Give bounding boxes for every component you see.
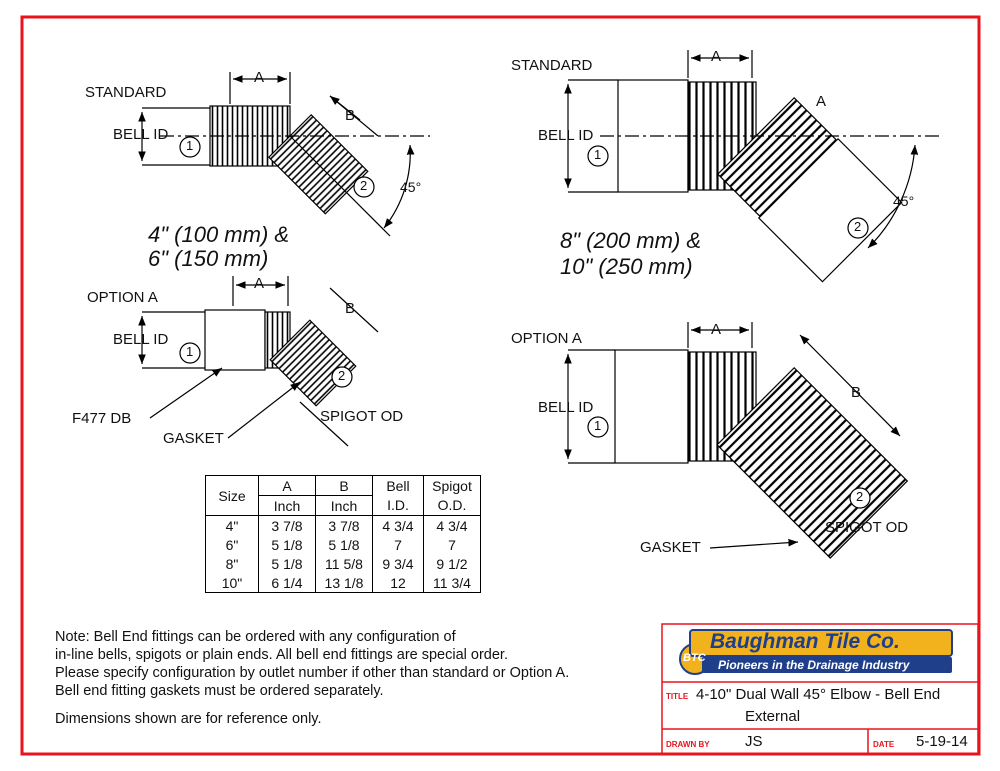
table-row: 4" 3 7/8 3 7/8 4 3/4 4 3/4 xyxy=(205,515,481,535)
cell-spigot: 7 xyxy=(423,535,481,554)
dim-a-opt-small: A xyxy=(254,275,265,292)
drawing-title-line1: 4-10" Dual Wall 45° Elbow - Bell End xyxy=(696,686,941,703)
th-a: A xyxy=(258,475,316,496)
dim-b-small: B xyxy=(345,107,356,124)
cell-b: 13 1/8 xyxy=(315,573,373,593)
label-spigot-large: SPIGOT OD xyxy=(825,519,909,536)
label-bell-id-small: BELL ID xyxy=(113,126,169,143)
cell-size: 6" xyxy=(205,535,259,554)
label-gasket-small: GASKET xyxy=(163,430,224,447)
size-large-line2: 10" (250 mm) xyxy=(560,254,693,279)
dim-b-opt-large: B xyxy=(851,384,862,401)
label-gasket-large: GASKET xyxy=(640,539,701,556)
outlet-1-large: 1 xyxy=(594,147,602,162)
cell-spigot: 4 3/4 xyxy=(423,515,481,535)
note-line5: Dimensions shown are for reference only. xyxy=(55,711,322,727)
outlet-1-opt-large: 1 xyxy=(594,418,602,433)
label-option-a-small: OPTION A xyxy=(87,289,158,306)
drawn-by-tag: DRAWN BY xyxy=(666,740,710,749)
note-line1: Note: Bell End fittings can be ordered w… xyxy=(55,629,456,645)
angle-large: 45° xyxy=(893,193,915,209)
elbow-standard-small xyxy=(138,72,430,237)
dim-a-small: A xyxy=(254,69,265,86)
label-standard-small: STANDARD xyxy=(85,84,167,101)
label-bell-id-opt-large: BELL ID xyxy=(538,399,594,416)
company-name: Baughman Tile Co. xyxy=(710,630,900,653)
date-tag: DATE xyxy=(873,740,895,749)
cell-a: 6 1/4 xyxy=(258,573,316,593)
th-b: B xyxy=(315,475,373,496)
label-spigot-small: SPIGOT OD xyxy=(320,408,404,425)
company-logo xyxy=(679,629,953,675)
elbow-option-a-small xyxy=(138,276,379,447)
company-tagline: Pioneers in the Drainage Industry xyxy=(718,658,910,672)
th-bell-id: I.D. xyxy=(372,495,424,516)
label-option-a-large: OPTION A xyxy=(511,330,582,347)
th-b-unit: Inch xyxy=(315,495,373,516)
table-row: 8" 5 1/8 11 5/8 9 3/4 9 1/2 xyxy=(205,554,481,573)
outlet-1-opt-small: 1 xyxy=(186,344,194,359)
elbow-standard-large xyxy=(564,50,940,283)
cell-bell: 4 3/4 xyxy=(372,515,424,535)
table-row: 6" 5 1/8 5 1/8 7 7 xyxy=(205,535,481,554)
label-f477: F477 DB xyxy=(72,410,132,427)
label-bell-id-opt-small: BELL ID xyxy=(113,331,169,348)
drawing-date: 5-19-14 xyxy=(916,733,968,750)
cell-size: 4" xyxy=(205,515,259,535)
angle-small: 45° xyxy=(400,179,422,195)
dim-a-large-2: A xyxy=(816,93,827,110)
cell-b: 11 5/8 xyxy=(315,554,373,573)
th-spigot: Spigot xyxy=(423,475,481,496)
dimension-table: Size A B Bell Spigot Inch Inch I.D. O.D.… xyxy=(205,475,481,593)
cell-bell: 7 xyxy=(372,535,424,554)
cell-spigot: 9 1/2 xyxy=(423,554,481,573)
dim-a-large: A xyxy=(711,48,722,65)
title-block xyxy=(661,623,979,755)
label-bell-id-large: BELL ID xyxy=(538,127,594,144)
cell-a: 3 7/8 xyxy=(258,515,316,535)
label-standard-large: STANDARD xyxy=(511,57,593,74)
cell-size: 10" xyxy=(205,573,259,593)
title-tag: TITLE xyxy=(666,692,689,701)
outlet-2-opt-small: 2 xyxy=(338,368,346,383)
outlet-2-large: 2 xyxy=(854,219,862,234)
cell-spigot: 11 3/4 xyxy=(423,573,481,593)
th-a-unit: Inch xyxy=(258,495,316,516)
logo-monogram: BTC xyxy=(683,652,706,664)
cell-bell: 9 3/4 xyxy=(372,554,424,573)
cell-b: 5 1/8 xyxy=(315,535,373,554)
drawn-by: JS xyxy=(745,733,763,750)
th-size: Size xyxy=(205,475,259,516)
note-line3: Please specify configuration by outlet n… xyxy=(55,665,570,681)
outlet-2-small: 2 xyxy=(360,178,368,193)
dim-a-opt-large: A xyxy=(711,321,722,338)
outlet-1-small: 1 xyxy=(186,138,194,153)
size-small-line2: 6" (150 mm) xyxy=(148,246,269,271)
outlet-2-opt-large: 2 xyxy=(856,489,864,504)
note-line2: in-line bells, spigots or plain ends. Al… xyxy=(55,647,508,663)
cell-size: 8" xyxy=(205,554,259,573)
size-large-line1: 8" (200 mm) & xyxy=(560,228,702,253)
th-spigot-od: O.D. xyxy=(423,495,481,516)
note-line4: Bell end fitting gaskets must be ordered… xyxy=(55,683,384,699)
drawing-title-line2: External xyxy=(745,708,801,725)
th-bell: Bell xyxy=(372,475,424,496)
cell-a: 5 1/8 xyxy=(258,535,316,554)
table-row: 10" 6 1/4 13 1/8 12 11 3/4 xyxy=(205,573,481,593)
elbow-option-a-large xyxy=(564,322,909,559)
cell-a: 5 1/8 xyxy=(258,554,316,573)
sheet-border xyxy=(20,15,981,756)
dim-b-opt-small: B xyxy=(345,300,356,317)
size-small-line1: 4" (100 mm) & xyxy=(148,222,290,247)
cell-bell: 12 xyxy=(372,573,424,593)
cell-b: 3 7/8 xyxy=(315,515,373,535)
